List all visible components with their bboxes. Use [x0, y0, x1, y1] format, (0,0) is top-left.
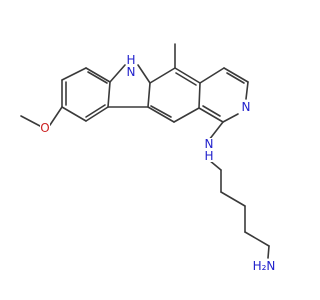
methoxy-o-label-group: O [40, 121, 50, 135]
bond-m5-inner [150, 105, 172, 118]
bond-m4 [173, 107, 200, 123]
bond-p1 [199, 67, 225, 84]
bond-m2 [174, 67, 201, 84]
bond-m2-inner [175, 72, 197, 86]
methoxy-o-label: O [40, 121, 49, 135]
bond-p5 [198, 107, 224, 123]
terminal-nh2-label-bg [252, 260, 276, 272]
terminal-nh2-label-group: H₂N [253, 259, 276, 273]
pyridine-n-label-group: N [241, 100, 251, 114]
bond-chain-4 [244, 231, 270, 247]
bond-chain-2 [220, 191, 246, 207]
bond-c3-inner [85, 104, 106, 118]
amine-nh-label-bg [204, 138, 214, 162]
bond-n-link-left [109, 64, 126, 83]
bond-p4 [222, 113, 239, 123]
bond-p2-inner [226, 72, 245, 84]
terminal-nh2-label: H₂N [253, 259, 276, 273]
bond-c4 [61, 106, 87, 122]
bond-c1 [85, 67, 111, 83]
bond-c1-inner [87, 71, 108, 84]
indole-nh-label-bg [126, 54, 136, 78]
bond-methoxy-o [49, 106, 63, 126]
bond-m1 [149, 67, 176, 84]
bond-p2 [223, 67, 249, 83]
bond-m3 [198, 82, 201, 109]
bond-methoxy-me [20, 115, 41, 127]
bond-pyrrole-base [147, 82, 151, 108]
bonds [20, 43, 270, 259]
bond-p3 [245, 81, 249, 100]
bond-amine-link [208, 121, 224, 141]
methoxy-o-label-bg [40, 122, 50, 134]
bond-c6 [61, 67, 87, 81]
bond-c3 [85, 106, 109, 122]
bond-m5 [147, 106, 175, 123]
bond-c2 [107, 81, 111, 108]
pyridine-n-label: N [242, 100, 251, 114]
bond-n-link-right [137, 64, 151, 84]
bond-p5-inner [202, 105, 221, 117]
bond-chain-5 [267, 245, 270, 259]
pyridine-n-label-bg [241, 101, 251, 113]
